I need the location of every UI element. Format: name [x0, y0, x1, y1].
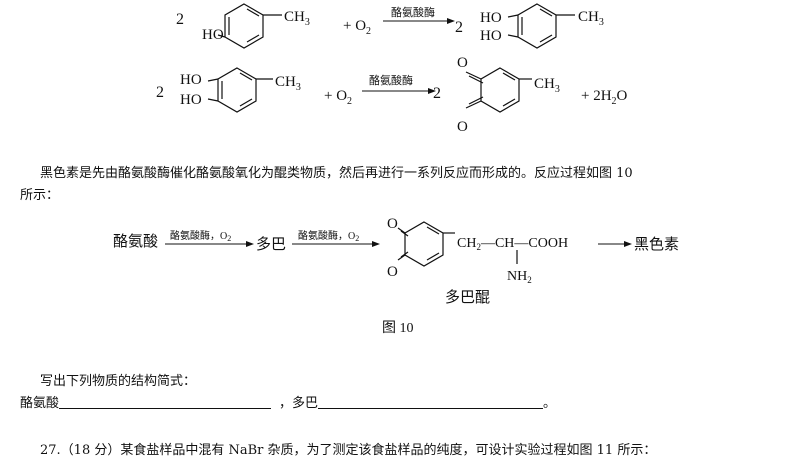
dopaquinone-o-top: O	[387, 216, 398, 232]
eq1-enzyme-label: 酪氨酸酶	[391, 5, 435, 19]
eq2-coefficient: 2	[156, 84, 164, 101]
dopa-answer-label: ，多巴	[279, 396, 319, 411]
eq2-benzene-ring	[207, 67, 273, 113]
tyrosine-answer-label: 酪氨酸	[20, 396, 60, 411]
eq2-methyl: CH	[275, 74, 296, 90]
svg-text:CH3: CH3	[275, 74, 301, 93]
arrow1-label: 酪氨酸酶，O2	[170, 229, 231, 243]
question-27: 27.（18 分）某食盐样品中混有 NaBr 杂质，为了测定该食盐样品的纯度，可…	[40, 443, 657, 458]
eq2-quinone-ring	[465, 67, 532, 113]
figure-10: 酪氨酸 酪氨酸酶，O2 多巴 酪氨酸酶，O2 O O CH2—CH—COOH N…	[113, 216, 679, 336]
eq1-product-coefficient: 2	[455, 19, 463, 36]
paragraph-line-1: 黑色素是先由酪氨酸酶催化酪氨酸氧化为醌类物质，然后再进行一系列反应而形成的。反应…	[40, 166, 633, 181]
eq2-quinone-o-bottom: O	[457, 119, 468, 135]
arrow2-label: 酪氨酸酶，O2	[298, 229, 359, 243]
eq2-product-coefficient: 2	[433, 85, 441, 102]
equation-2: 2 HO HO CH3 + O2 酪氨酸酶 2 O O CH3 + 2H2O	[156, 55, 628, 135]
eq1-product-ho-2: HO	[480, 28, 502, 44]
svg-text:CH3: CH3	[534, 76, 560, 95]
tyrosine-answer-blank[interactable]	[59, 396, 272, 409]
eq2-enzyme-label: 酪氨酸酶	[369, 73, 413, 87]
tyrosine-label: 酪氨酸	[113, 233, 158, 250]
eq2-ho-1: HO	[180, 72, 202, 88]
amino-group: NH2	[507, 269, 532, 285]
figure-caption: 图 10	[382, 321, 414, 336]
question-prompt: 写出下列物质的结构简式：	[40, 374, 197, 389]
eq2-ho-2: HO	[180, 92, 202, 108]
svg-text:+ 2H2O: + 2H2O	[581, 88, 628, 107]
eq2-quinone-o-top: O	[457, 55, 468, 71]
dopaquinone-name: 多巴醌	[445, 289, 490, 306]
eq1-product-methyl: CH	[578, 9, 599, 25]
dopa-label: 多巴	[256, 236, 286, 253]
eq1-coefficient: 2	[176, 11, 184, 28]
paragraph-line-2: 所示：	[20, 188, 60, 203]
dopa-answer-blank[interactable]	[318, 396, 544, 409]
melanin-label: 黑色素	[634, 236, 679, 253]
svg-text:+ O2: + O2	[324, 88, 352, 107]
eq1-benzene-ring	[217, 3, 282, 49]
eq1-product-ring	[507, 3, 575, 49]
eq1-methyl: CH	[284, 9, 305, 25]
svg-text:+ O2: + O2	[343, 18, 371, 37]
eq1-product-ho-1: HO	[480, 10, 502, 26]
equation-1: 2 HO CH3 + O2 酪氨酸酶 2 HO HO CH3	[176, 3, 604, 49]
svg-text:CH3: CH3	[578, 9, 604, 28]
eq2-plus-water: + 2H	[581, 88, 612, 104]
eq1-plus-oxygen: + O	[343, 18, 366, 34]
side-chain: CH2—CH—COOH	[457, 236, 568, 252]
eq2-plus-oxygen: + O	[324, 88, 347, 104]
dopaquinone-o-bottom: O	[387, 264, 398, 280]
dopaquinone-ring	[397, 221, 518, 267]
answer-end-mark: 。	[543, 396, 557, 411]
eq1-hydroxy-label: HO	[202, 27, 224, 43]
svg-text:CH3: CH3	[284, 9, 310, 28]
eq2-product-methyl: CH	[534, 76, 555, 92]
answer-row: 酪氨酸 ，多巴 。	[20, 392, 556, 411]
